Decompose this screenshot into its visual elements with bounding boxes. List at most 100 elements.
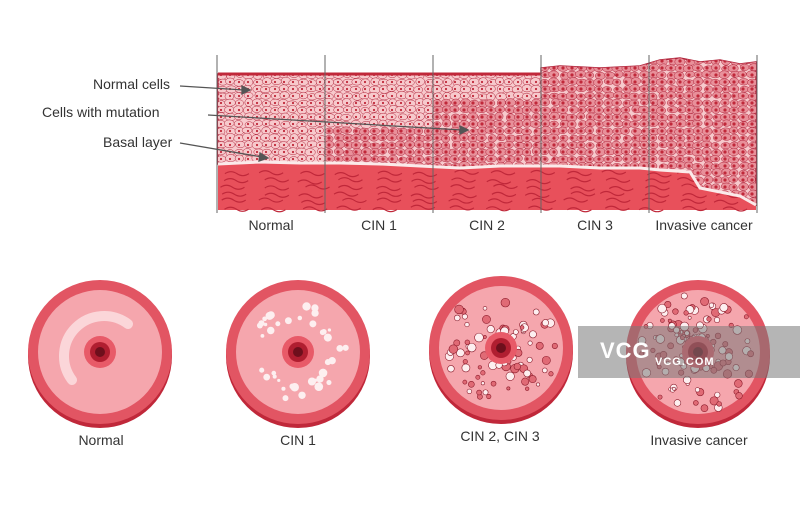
nucleus xyxy=(561,122,565,126)
nucleus xyxy=(615,108,619,112)
nucleus xyxy=(552,122,556,126)
cell xyxy=(298,78,309,86)
nucleus xyxy=(417,157,421,161)
nucleus xyxy=(741,87,745,91)
nucleus xyxy=(354,59,358,63)
nucleus xyxy=(291,87,295,91)
nucleus xyxy=(327,150,331,154)
fiber xyxy=(220,184,245,190)
fiber xyxy=(485,206,511,212)
nucleus xyxy=(417,150,421,154)
nucleus xyxy=(435,87,439,91)
nucleus xyxy=(534,66,538,70)
nucleus xyxy=(399,108,403,112)
nucleus xyxy=(543,73,547,77)
cell xyxy=(531,58,542,66)
nucleus xyxy=(300,80,304,84)
nucleus xyxy=(633,136,637,140)
nucleus xyxy=(678,73,682,77)
nucleus xyxy=(489,108,493,112)
fiber xyxy=(264,192,290,198)
nucleus xyxy=(624,101,628,105)
nucleus xyxy=(669,115,673,119)
nucleus xyxy=(399,143,403,147)
nucleus xyxy=(336,108,340,112)
cell xyxy=(459,85,472,94)
nucleus xyxy=(273,59,277,63)
nucleus xyxy=(318,108,322,112)
nucleus xyxy=(615,122,619,126)
nucleus xyxy=(399,66,403,70)
cell xyxy=(333,63,345,72)
nucleus xyxy=(282,136,286,140)
nucleus xyxy=(696,122,700,126)
cell xyxy=(666,106,679,114)
nucleus xyxy=(732,66,736,70)
nucleus xyxy=(282,129,286,133)
nucleus xyxy=(390,94,394,98)
nucleus xyxy=(480,66,484,70)
nucleus xyxy=(309,122,313,126)
cell xyxy=(385,63,398,72)
stage-label-cin3: CIN 3 xyxy=(577,217,613,233)
cell xyxy=(593,58,604,65)
fiber xyxy=(301,199,326,206)
nucleus xyxy=(660,122,664,126)
nucleus xyxy=(282,94,286,98)
nucleus xyxy=(282,80,286,84)
nucleus xyxy=(651,66,655,70)
nucleus xyxy=(570,115,574,119)
nucleus xyxy=(642,129,646,133)
nucleus xyxy=(606,59,610,63)
cell xyxy=(271,78,282,86)
nucleus xyxy=(543,108,547,112)
nucleus xyxy=(426,143,430,147)
nucleus xyxy=(669,150,673,154)
nucleus xyxy=(489,115,493,119)
nucleus xyxy=(327,108,331,112)
nucleus xyxy=(552,108,556,112)
nucleus xyxy=(444,157,448,161)
nucleus xyxy=(471,129,475,133)
nucleus xyxy=(642,59,646,63)
cell xyxy=(368,105,379,113)
nucleus xyxy=(750,73,754,77)
nucleus xyxy=(282,87,286,91)
nucleus xyxy=(579,122,583,126)
cell xyxy=(396,58,408,65)
nucleus xyxy=(237,101,241,105)
nucleus xyxy=(246,66,250,70)
nucleus xyxy=(408,59,412,63)
cell xyxy=(253,78,264,87)
nucleus xyxy=(264,115,268,119)
nucleus xyxy=(408,136,412,140)
nucleus xyxy=(642,157,646,161)
nucleus xyxy=(741,185,745,189)
nucleus xyxy=(480,115,484,119)
nucleus xyxy=(453,157,457,161)
nucleus xyxy=(390,115,394,119)
nucleus xyxy=(633,80,637,84)
nucleus xyxy=(417,66,421,70)
nucleus xyxy=(732,178,736,182)
nucleus xyxy=(678,59,682,63)
fiber xyxy=(713,199,739,205)
nucleus xyxy=(561,101,565,105)
watermark-logo: VCG xyxy=(600,338,651,363)
fiber xyxy=(531,197,557,204)
fiber xyxy=(297,179,323,185)
nucleus xyxy=(633,73,637,77)
nucleus xyxy=(453,122,457,126)
nucleus xyxy=(669,136,673,140)
nucleus xyxy=(300,157,304,161)
nucleus xyxy=(741,157,745,161)
cell xyxy=(406,63,416,72)
nucleus xyxy=(723,87,727,91)
nucleus xyxy=(633,122,637,126)
fiber xyxy=(338,177,363,183)
cell xyxy=(298,91,308,100)
nucleus xyxy=(444,143,448,147)
fiber xyxy=(377,177,402,183)
nucleus xyxy=(426,136,430,140)
nucleus xyxy=(363,150,367,154)
